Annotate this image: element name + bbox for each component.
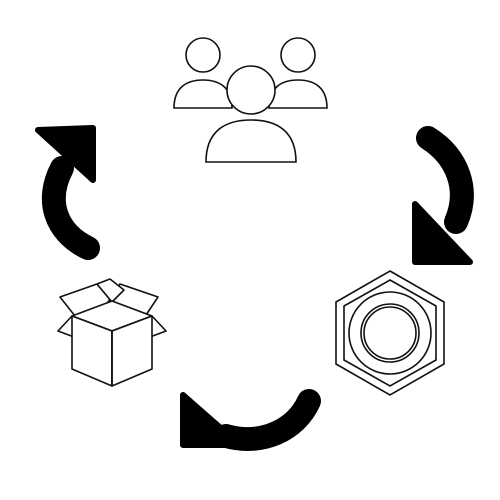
curved-arrow-clockwise-icon bbox=[180, 389, 321, 451]
curved-arrow-clockwise-icon bbox=[35, 125, 100, 260]
hex-nut-icon bbox=[335, 270, 445, 396]
people-group-icon bbox=[173, 37, 328, 163]
curved-arrow-clockwise-icon bbox=[412, 126, 474, 265]
open-box-icon bbox=[57, 278, 167, 387]
